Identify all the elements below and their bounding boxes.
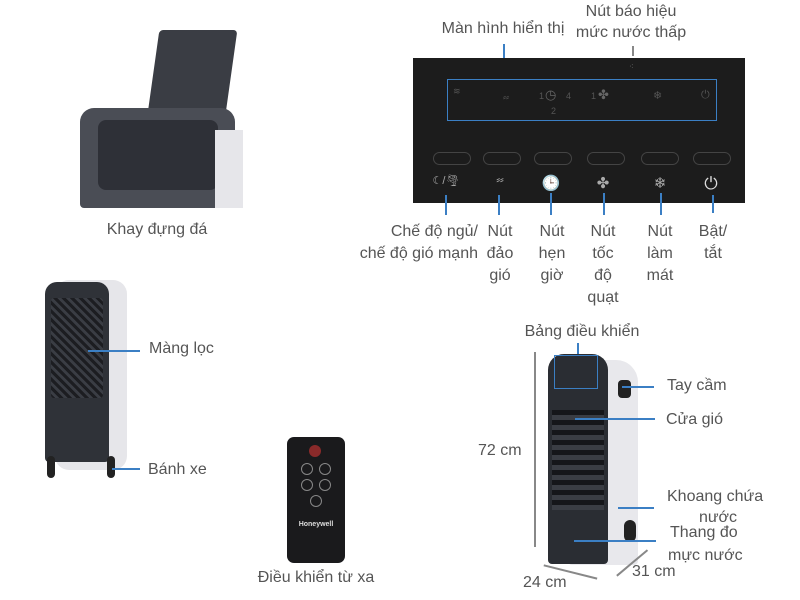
front-control-panel-label: Bảng điều khiển [524, 323, 640, 340]
button-sleep-storm[interactable] [433, 152, 471, 165]
depth-label: 31 cm [632, 563, 676, 580]
cooling-icon: ❄ [653, 175, 667, 192]
filter-label: Màng lọc [149, 340, 214, 357]
display-fan-number: 1 [591, 91, 597, 101]
tank-label-2: nước [698, 509, 738, 526]
display-power-icon: ⏻ [701, 89, 710, 101]
sleep-storm-icon: ☾/🌪 [432, 175, 460, 187]
display-timer-2: 2 [551, 106, 557, 116]
button-cooling[interactable] [641, 152, 679, 165]
display-fan-icon: ✤ [598, 87, 609, 102]
gauge-label-1: Thang đo [670, 524, 738, 541]
remote-brand-logo: Honeywell [298, 521, 334, 528]
remote-label: Điều khiển từ xa [257, 569, 375, 586]
tank-label-1: Khoang chứa [667, 488, 764, 505]
back-view-image [45, 280, 127, 482]
display-clock-icon: ◷ [545, 87, 557, 102]
air-outlet-label: Cửa gió [666, 411, 723, 428]
low-water-indicator: ⁖ [629, 62, 634, 71]
button-timer[interactable] [534, 152, 572, 165]
wheel-label: Bánh xe [148, 461, 207, 478]
ice-tray-image [80, 30, 245, 210]
height-arrow [534, 352, 536, 547]
gauge-label-2: mực nước [668, 547, 743, 564]
low-water-label-1: Nút báo hiệu [585, 3, 677, 20]
ice-tray-label: Khay đựng đá [106, 221, 208, 238]
low-water-label-2: mức nước thấp [575, 24, 687, 41]
sleep-storm-label: Chế độ ngủ/chế độ gió mạnh [359, 223, 478, 262]
display-sleep-icon: ≋ [453, 86, 461, 96]
display-screen-outline [447, 79, 717, 121]
button-fan-speed[interactable] [587, 152, 625, 165]
width-label: 24 cm [523, 574, 567, 591]
height-label: 72 cm [478, 442, 522, 459]
display-swing-icon: ⸗⸗ [503, 92, 509, 102]
swing-icon: ⸗⸗ [496, 174, 504, 186]
clock-icon: 🕒 [541, 175, 561, 192]
display-timer-4: 4 [566, 91, 572, 101]
display-timer-1: 1 [539, 91, 545, 101]
display-cool-icon: ❄ [653, 90, 663, 102]
remote-control-image: Honeywell [287, 437, 345, 563]
button-power[interactable] [693, 152, 731, 165]
control-panel-closeup: ⁖ ≋ ⸗⸗ 1 ◷ 4 2 1 ✤ ❄ ⏻ ☾/🌪 ⸗⸗ 🕒 ✤ ❄ ⏻ [413, 58, 745, 203]
handle-label: Tay cầm [667, 377, 727, 394]
power-label: Bật/tắt [698, 223, 728, 262]
button-swing[interactable] [483, 152, 521, 165]
front-view-image [548, 352, 643, 574]
power-icon: ⏻ [704, 174, 718, 193]
display-label: Màn hình hiển thị [441, 20, 565, 37]
fan-icon: ✤ [596, 175, 610, 192]
